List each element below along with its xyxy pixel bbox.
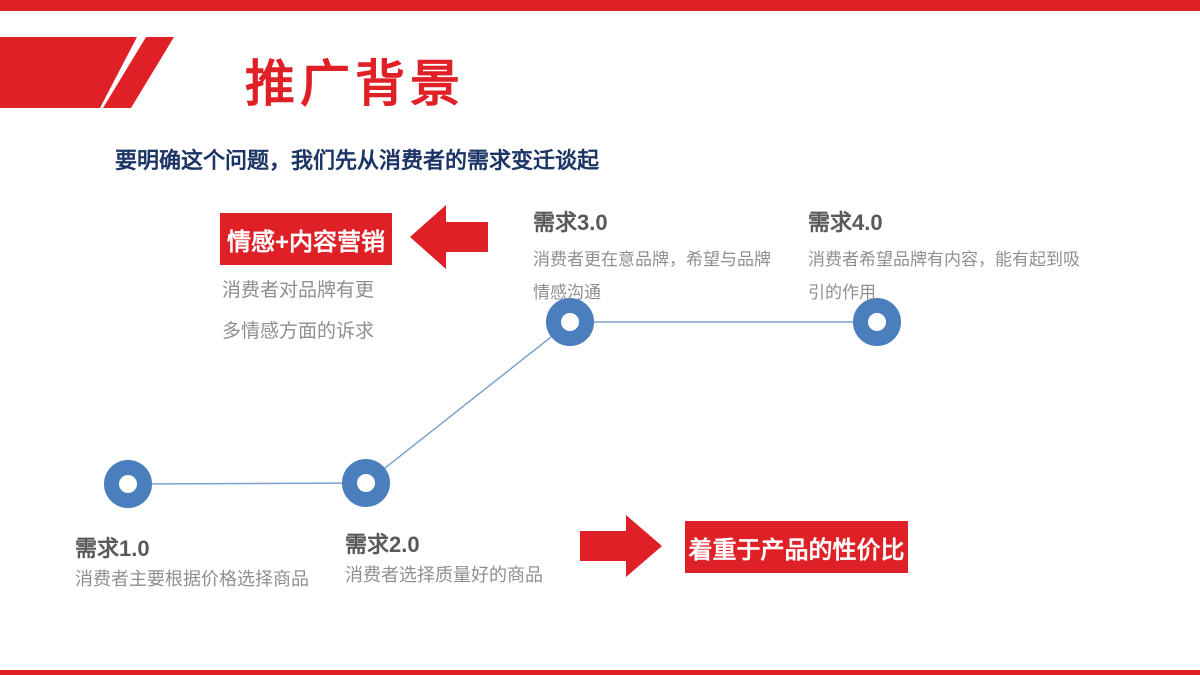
stage-node-2 [342,459,390,507]
intro-text: 要明确这个问题，我们先从消费者的需求变迁谈起 [115,148,600,173]
stage-node-3 [546,298,594,346]
stage-desc: 消费者选择质量好的商品 [345,565,543,585]
stage-label: 需求4.0 [808,210,883,235]
stage-desc: 消费者主要根据价格选择商品 [75,569,309,589]
page-title: 推广背景 [245,56,465,112]
stage-node-1 [104,460,152,508]
stage-label: 需求1.0 [75,536,150,561]
right-arrow-icon [580,515,662,577]
corner-slash-icon [0,37,174,108]
stage-node-4 [853,298,901,346]
left-arrow-icon [410,205,488,269]
value-callout-box: 着重于产品的性价比 [685,521,908,573]
emotion-callout-desc: 消费者对品牌有更多情感方面的诉求 [222,280,375,342]
bottom-red-bar [0,670,1200,675]
top-red-bar [0,0,1200,11]
stage-desc: 消费者希望品牌有内容，能有起到吸引的作用 [808,250,1080,302]
emotion-callout-box: 情感+内容营销 [220,213,392,265]
stage-label: 需求3.0 [533,210,608,235]
value-callout-label: 着重于产品的性价比 [688,536,905,564]
stage-label: 需求2.0 [345,532,420,557]
emotion-callout-label: 情感+内容营销 [226,228,385,256]
stage-desc: 消费者更在意品牌，希望与品牌情感沟通 [533,250,771,302]
